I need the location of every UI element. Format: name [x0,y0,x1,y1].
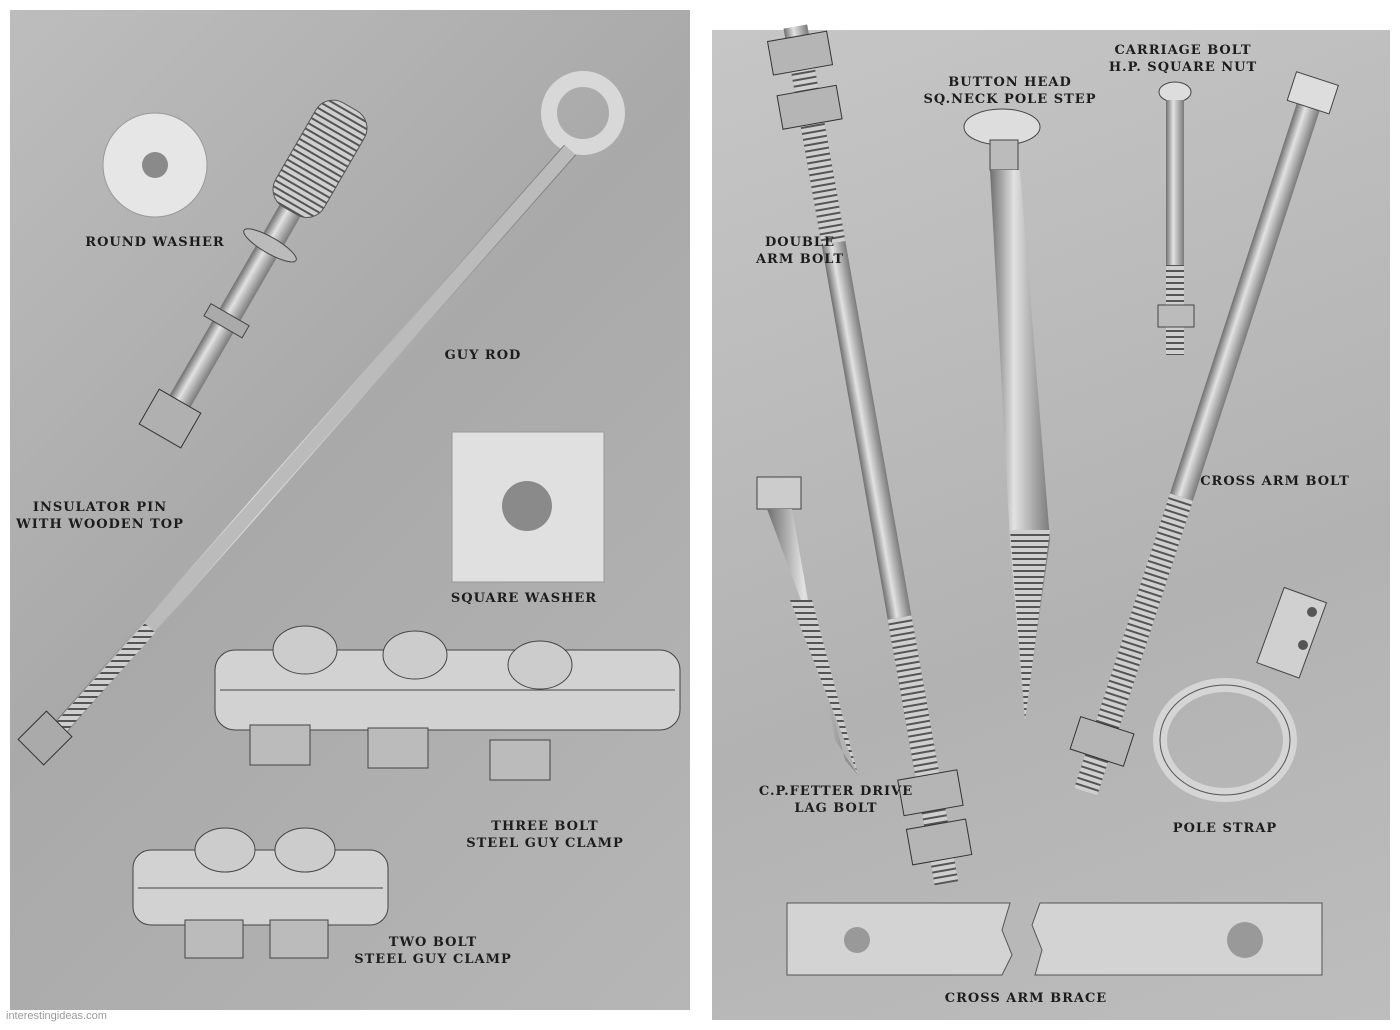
label-guy-rod: GUY ROD [444,348,522,363]
carriage-bolt [1157,81,1195,355]
label-square-washer: SQUARE WASHER [450,591,598,606]
pole-step [963,108,1050,720]
label-line: WITH WOODEN TOP [16,517,184,532]
label-line: DOUBLE [765,235,835,250]
label-double-arm-bolt: DOUBLE ARM BOLT [756,234,844,268]
label-pole-strap: POLE STRAP [1172,821,1278,836]
label-line: CARRIAGE BOLT [1114,43,1252,58]
cross-arm-brace [786,902,1323,976]
insulator-pin [138,99,368,449]
label-three-bolt-clamp: THREE BOLT STEEL GUY CLAMP [466,818,624,852]
label-two-bolt-clamp: TWO BOLT STEEL GUY CLAMP [354,934,512,968]
label-line: STEEL GUY CLAMP [354,952,512,967]
cross-arm-bolt [1069,71,1339,796]
label-line: LAG BOLT [794,801,878,816]
lag-bolt [756,476,858,775]
label-line: ARM BOLT [755,252,845,267]
label-line: H.P. SQUARE NUT [1108,60,1258,75]
label-insulator-pin: INSULATOR PIN WITH WOODEN TOP [16,499,184,533]
label-line: TWO BOLT [388,935,478,950]
round-washer [102,112,208,218]
square-washer [451,431,605,583]
pole-strap [1153,586,1328,802]
double-arm-bolt [766,24,973,886]
label-cross-arm-bolt: CROSS ARM BOLT [1200,474,1350,489]
label-line: THREE BOLT [491,819,599,834]
guy-rod [17,71,625,766]
label-carriage-bolt: CARRIAGE BOLT H.P. SQUARE NUT [1109,42,1257,76]
three-bolt-clamp [214,625,681,781]
label-line: STEEL GUY CLAMP [466,836,624,851]
label-cross-arm-brace: CROSS ARM BRACE [944,991,1108,1006]
label-pole-step: BUTTON HEAD SQ.NECK POLE STEP [924,74,1097,108]
watermark: interestingideas.com [6,1010,107,1022]
label-line: SQ.NECK POLE STEP [923,92,1097,107]
label-line: INSULATOR PIN [32,500,168,515]
two-bolt-clamp [132,827,389,959]
label-round-washer: ROUND WASHER [85,235,225,250]
label-line: BUTTON HEAD [948,75,1072,90]
label-line: C.P.FETTER DRIVE [758,784,914,799]
label-lag-bolt: C.P.FETTER DRIVE LAG BOLT [759,783,913,817]
